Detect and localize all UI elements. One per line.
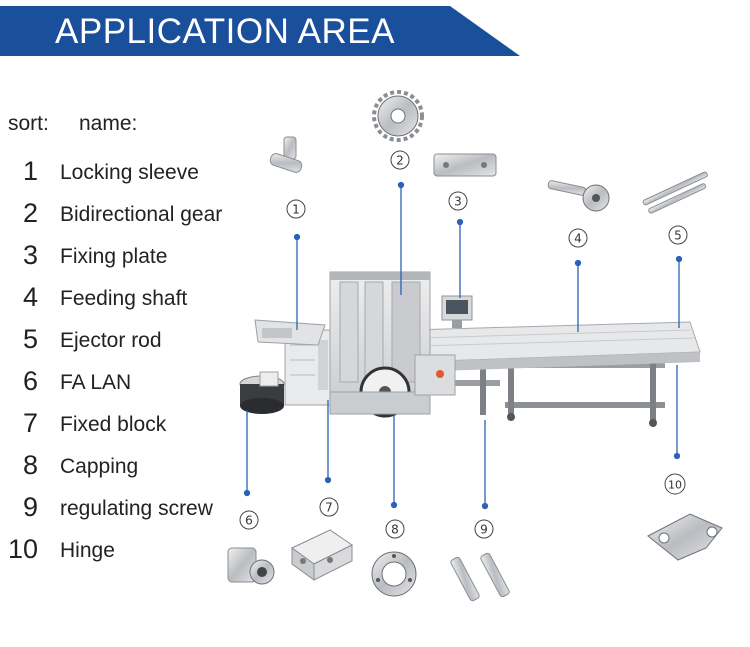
callout-number: 4 [574, 232, 582, 246]
callout-10: 10 [664, 473, 686, 495]
locking-sleeve-image [269, 136, 303, 173]
callout-number: 8 [391, 523, 399, 537]
part-name: Capping [60, 455, 139, 478]
callout-5: 5 [668, 225, 688, 245]
callout-number: 3 [454, 195, 462, 209]
part-name: Fixed block [60, 413, 167, 436]
callout-number: 1 [292, 203, 300, 217]
ejector-rod-image [642, 171, 708, 214]
callout-6: 6 [239, 510, 259, 530]
part-name: Hinge [60, 539, 115, 562]
callout-7: 7 [319, 497, 339, 517]
callout-number: 10 [668, 479, 682, 492]
part-number: 1 [22, 156, 38, 186]
part-name: Fixing plate [60, 245, 168, 268]
part-number: 9 [22, 492, 38, 522]
banner-shape [0, 6, 520, 56]
list-item: 2 Bidirectional gear [0, 198, 250, 232]
list-item: 6 FA LAN [0, 366, 250, 400]
part-number: 2 [22, 198, 38, 228]
callout-number: 2 [396, 154, 404, 168]
name-header: name: [79, 112, 138, 135]
part-name: FA LAN [60, 371, 132, 394]
list-item: 10 Hinge [0, 534, 250, 568]
list-item: 1 Locking sleeve [0, 156, 250, 190]
callout-3: 3 [448, 191, 468, 211]
list-item: 3 Fixing plate [0, 240, 250, 274]
list-item: 5 Ejector rod [0, 324, 250, 358]
banner-title: APPLICATION AREA [55, 12, 395, 51]
list-item: 9 regulating screw [0, 492, 250, 526]
list-item: 8 Capping [0, 450, 250, 484]
leader-lines [243, 181, 683, 510]
fixed-block-image [291, 529, 353, 581]
part-number: 4 [22, 282, 38, 312]
part-number: 5 [22, 324, 38, 354]
part-name: Bidirectional gear [60, 203, 223, 226]
part-number: 6 [22, 366, 38, 396]
callout-4: 4 [568, 228, 588, 248]
part-name: regulating screw [60, 497, 213, 520]
title-banner: APPLICATION AREA [0, 0, 750, 66]
part-number: 7 [22, 408, 38, 438]
part-number: 10 [7, 534, 38, 564]
list-item: 7 Fixed block [0, 408, 250, 442]
sort-header: sort: [8, 112, 49, 135]
machine-illustration [239, 271, 701, 427]
feeding-shaft-image [547, 180, 610, 212]
fixing-plate-image [433, 153, 497, 177]
list-item: 4 Feeding shaft [0, 282, 250, 316]
callouts: 1 2 3 4 5 6 7 8 [239, 150, 688, 539]
callout-9: 9 [474, 519, 494, 539]
part-name: Locking sleeve [60, 161, 199, 184]
part-number: 8 [22, 450, 38, 480]
callout-2: 2 [390, 150, 410, 170]
callout-1: 1 [286, 199, 306, 219]
callout-number: 7 [325, 501, 333, 515]
part-number: 3 [22, 240, 38, 270]
callout-number: 9 [480, 523, 488, 537]
part-name: Ejector rod [60, 329, 162, 352]
capping-image [371, 551, 417, 597]
hinge-image [647, 513, 723, 561]
callout-number: 6 [245, 514, 253, 528]
regulating-screw-image [450, 552, 510, 602]
fa-lan-image [227, 547, 275, 585]
part-name: Feeding shaft [60, 287, 188, 310]
callout-8: 8 [385, 519, 405, 539]
bidirectional-gear-image [372, 90, 424, 142]
callout-number: 5 [674, 229, 682, 243]
